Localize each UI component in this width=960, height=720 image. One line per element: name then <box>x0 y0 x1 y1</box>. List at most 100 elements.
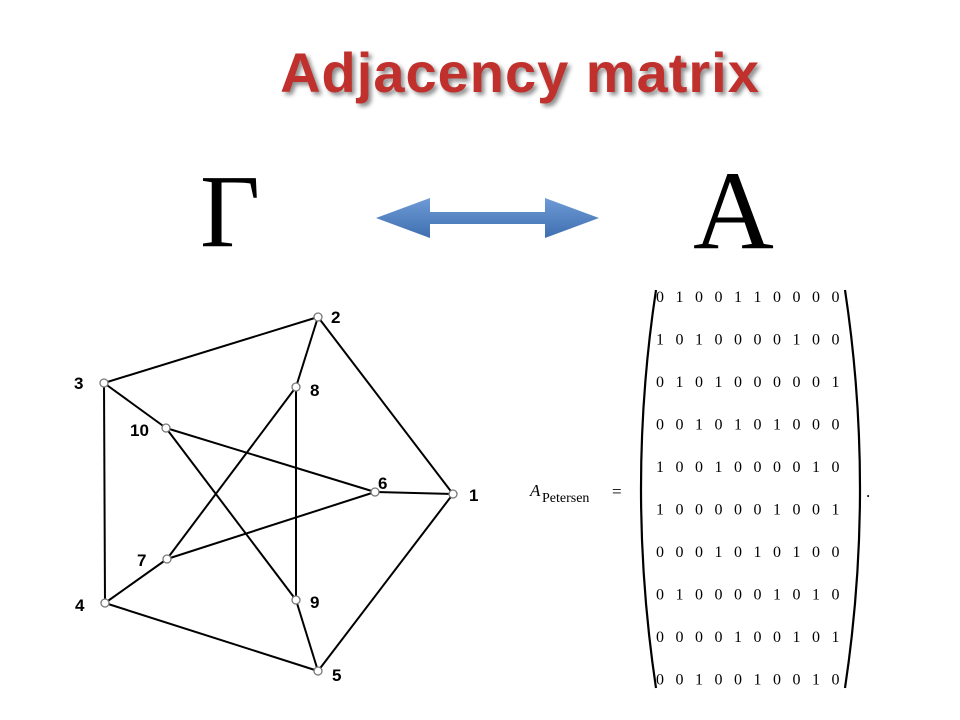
matrix-cell-r6-c9: 0 <box>812 502 820 519</box>
graph-node-1 <box>448 489 458 499</box>
graph-edge-6-7 <box>166 491 376 560</box>
matrix-cell-r8-c6: 0 <box>754 587 762 604</box>
matrix-cell-r1-c5: 1 <box>734 289 742 306</box>
matrix-cell-r6-c2: 0 <box>676 502 684 519</box>
matrix-cell-r6-c8: 0 <box>793 502 801 519</box>
graph-node-7 <box>162 554 172 564</box>
matrix-cell-r5-c3: 0 <box>695 459 703 476</box>
matrix-cell-r2-c5: 0 <box>734 332 742 349</box>
matrix-cell-r8-c4: 0 <box>715 587 723 604</box>
matrix-cell-r3-c9: 0 <box>812 374 820 391</box>
matrix-cell-r8-c9: 1 <box>812 587 820 604</box>
matrix-cell-r10-c5: 0 <box>734 672 742 689</box>
matrix-cell-r2-c2: 0 <box>676 332 684 349</box>
matrix-cell-r4-c2: 0 <box>676 417 684 434</box>
matrix-cell-r2-c4: 0 <box>715 332 723 349</box>
graph-edge-4-7 <box>104 558 168 604</box>
matrix-cell-r3-c4: 1 <box>715 374 723 391</box>
graph-node-label-1: 1 <box>469 486 478 505</box>
graph-edge-7-8 <box>166 386 297 560</box>
graph-node-label-7: 7 <box>137 551 146 570</box>
matrix-cell-r2-c3: 1 <box>695 332 703 349</box>
matrix-cell-r10-c8: 0 <box>793 672 801 689</box>
equation-equals-sign: = <box>612 482 622 501</box>
matrix-cell-r1-c3: 0 <box>695 289 703 306</box>
graph-edge-4-5 <box>104 602 319 672</box>
matrix-cell-r2-c1: 1 <box>656 332 664 349</box>
matrix-cell-r1-c10: 0 <box>832 289 840 306</box>
matrix-cell-r7-c2: 0 <box>676 544 684 561</box>
graph-node-label-8: 8 <box>310 381 319 400</box>
graph-node-label-6: 6 <box>378 474 387 493</box>
graph-node-3 <box>99 378 109 388</box>
matrix-cell-r7-c4: 1 <box>715 544 723 561</box>
graph-node-label-10: 10 <box>130 421 149 440</box>
matrix-cell-r1-c7: 0 <box>773 289 781 306</box>
matrix-cell-r3-c8: 0 <box>793 374 801 391</box>
matrix-cell-r9-c4: 0 <box>715 629 723 646</box>
matrix-cell-r8-c2: 1 <box>676 587 684 604</box>
matrix-cell-r5-c1: 1 <box>656 459 664 476</box>
matrix-cell-r4-c1: 0 <box>656 417 664 434</box>
matrix-cell-r6-c3: 0 <box>695 502 703 519</box>
matrix-cell-r7-c1: 0 <box>656 544 664 561</box>
graph-node-label-2: 2 <box>331 308 340 327</box>
graph-edge-10-6 <box>165 427 376 493</box>
matrix-cell-r3-c6: 0 <box>754 374 762 391</box>
matrix-cell-r4-c5: 1 <box>734 417 742 434</box>
matrix-cell-r8-c8: 0 <box>793 587 801 604</box>
graph-edge-5-1 <box>317 493 454 672</box>
graph-edge-3-4 <box>103 382 106 604</box>
matrix-cell-r9-c7: 0 <box>773 629 781 646</box>
matrix-cell-r8-c1: 0 <box>656 587 664 604</box>
matrix-cell-r6-c4: 0 <box>715 502 723 519</box>
matrix-equation-label: A Petersen = . <box>529 481 870 506</box>
matrix-cell-r9-c5: 1 <box>734 629 742 646</box>
graph-node-6 <box>370 487 380 497</box>
matrix-symbol: A <box>693 149 774 273</box>
matrix-cell-r7-c10: 0 <box>832 544 840 561</box>
equation-lhs-subscript: Petersen <box>542 491 589 506</box>
graph-edge-2-8 <box>295 316 319 388</box>
double-arrow-icon <box>376 198 599 238</box>
graph-node-label-4: 4 <box>75 596 85 615</box>
matrix-cell-r4-c10: 0 <box>832 417 840 434</box>
graph-edge-2-3 <box>103 316 319 384</box>
matrix-cell-r9-c9: 0 <box>812 629 820 646</box>
matrix-cell-r8-c3: 0 <box>695 587 703 604</box>
matrix-cell-r6-c7: 1 <box>773 502 781 519</box>
graph-nodes <box>99 312 458 676</box>
matrix-cell-r7-c9: 0 <box>812 544 820 561</box>
matrix-cell-r5-c10: 0 <box>832 459 840 476</box>
matrix-cell-r3-c7: 0 <box>773 374 781 391</box>
equation-lhs-main: A <box>529 481 541 500</box>
matrix-cell-r4-c6: 0 <box>754 417 762 434</box>
matrix-cell-r9-c6: 0 <box>754 629 762 646</box>
graph-node-9 <box>291 595 301 605</box>
matrix-cell-r9-c1: 0 <box>656 629 664 646</box>
matrix-cell-r8-c5: 0 <box>734 587 742 604</box>
matrix-cell-r9-c10: 1 <box>832 629 840 646</box>
matrix-cell-r2-c7: 0 <box>773 332 781 349</box>
matrix-right-paren <box>843 289 862 689</box>
matrix-cell-r1-c6: 1 <box>754 289 762 306</box>
matrix-cell-r7-c5: 0 <box>734 544 742 561</box>
matrix-cell-r1-c2: 1 <box>676 289 684 306</box>
matrix-left-paren <box>639 289 658 689</box>
matrix-cell-r8-c10: 0 <box>832 587 840 604</box>
matrix-cell-r5-c9: 1 <box>812 459 820 476</box>
matrix-cell-r3-c1: 0 <box>656 374 664 391</box>
graph-edge-1-6 <box>374 491 454 495</box>
graph-edge-5-9 <box>295 599 319 672</box>
matrix-cell-r6-c5: 0 <box>734 502 742 519</box>
graph-node-label-9: 9 <box>310 593 319 612</box>
matrix-cell-r2-c9: 0 <box>812 332 820 349</box>
matrix-cell-r6-c1: 1 <box>656 502 664 519</box>
matrix-cell-r10-c7: 0 <box>773 672 781 689</box>
matrix-cell-r5-c5: 0 <box>734 459 742 476</box>
graph-node-label-3: 3 <box>74 374 83 393</box>
graph-edge-3-10 <box>103 382 167 429</box>
matrix-cell-r3-c10: 1 <box>832 374 840 391</box>
